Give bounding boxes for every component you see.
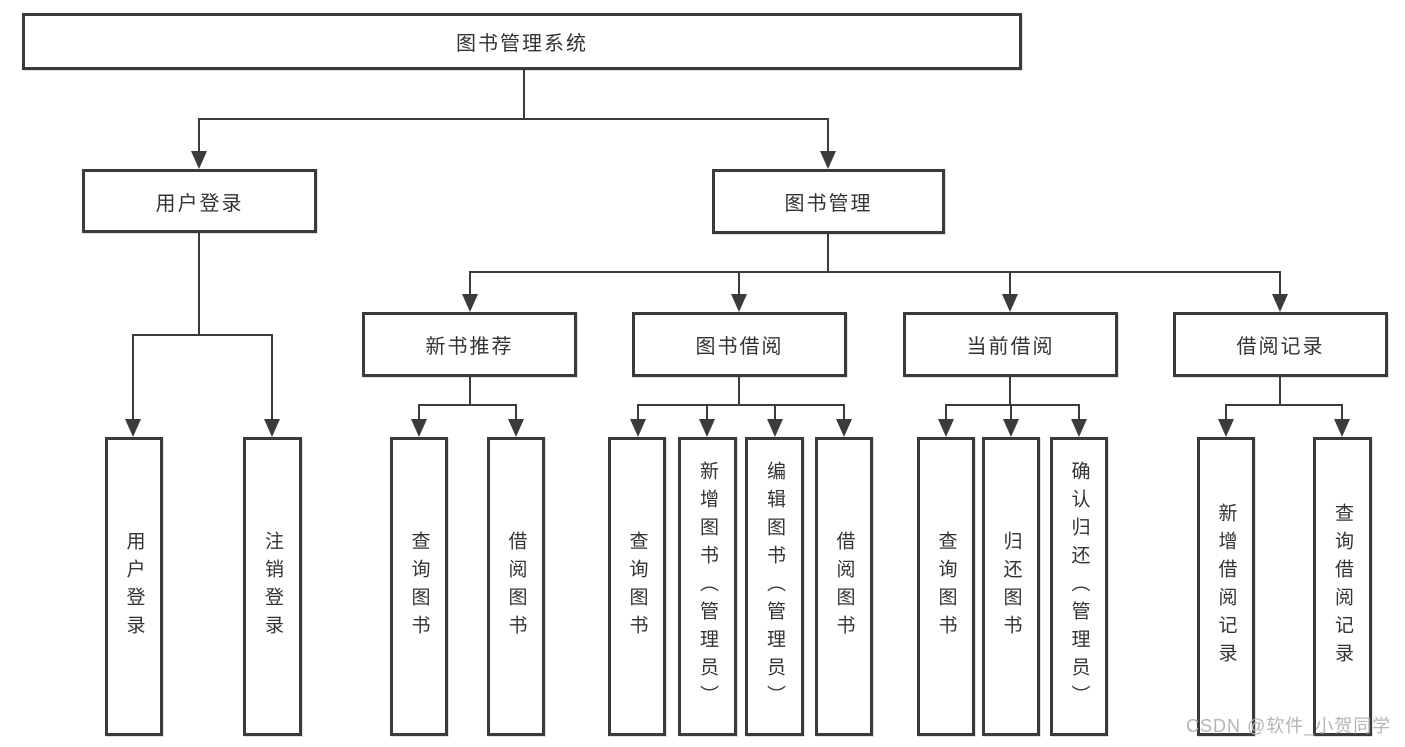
leaf-query-books-current: 查询图书 [917, 437, 975, 736]
connector-arrow-shaft [132, 334, 134, 420]
arrow-down-icon [767, 419, 783, 437]
arrow-down-icon [462, 294, 478, 312]
connector-arrow-shaft [1279, 271, 1281, 295]
connector-stem [198, 233, 200, 335]
node-label: 用户登录 [155, 192, 244, 215]
arrow-down-icon [1334, 419, 1350, 437]
connector-branch [1225, 404, 1343, 406]
connector-branch [469, 271, 1281, 273]
leaf-query-books-recommend: 查询图书 [390, 437, 448, 736]
connector-stem [738, 377, 740, 405]
connector-branch [945, 404, 1080, 406]
connector-arrow-shaft [637, 404, 639, 420]
connector-stem [523, 70, 525, 119]
leaf-label: 注销登录 [262, 530, 283, 643]
connector-arrow-shaft [515, 404, 517, 420]
leaf-borrow-books-recommend: 借阅图书 [487, 437, 545, 736]
node-current-borrowing: 当前借阅 [903, 312, 1118, 377]
node-library-management-system: 图书管理系统 [22, 13, 1022, 70]
arrow-down-icon [699, 419, 715, 437]
leaf-label: 查询图书 [626, 530, 648, 643]
node-label: 图书管理系统 [456, 33, 588, 55]
leaf-user-login: 用户登录 [105, 437, 163, 736]
connector-arrow-shaft [843, 404, 845, 420]
arrow-down-icon [1071, 419, 1087, 437]
leaf-confirm-return-admin: 确认归还（管理员） [1050, 437, 1108, 736]
csdn-watermark: CSDN @软件_小贺同学 [1186, 716, 1392, 736]
connector-branch [418, 404, 517, 406]
leaf-label: 编辑图书（管理员） [764, 460, 785, 713]
leaf-label: 借阅图书 [505, 530, 527, 643]
arrow-down-icon [508, 419, 524, 437]
leaf-add-borrow-record: 新增借阅记录 [1197, 437, 1255, 736]
leaf-label: 用户登录 [123, 530, 145, 643]
node-book-borrowing: 图书借阅 [632, 312, 847, 377]
arrow-down-icon [125, 419, 141, 437]
arrow-down-icon [1218, 419, 1234, 437]
connector-arrow-shaft [418, 404, 420, 420]
arrow-down-icon [836, 419, 852, 437]
connector-branch [132, 334, 273, 336]
connector-branch [637, 404, 845, 406]
leaf-query-borrow-record: 查询借阅记录 [1313, 437, 1372, 736]
connector-arrow-shaft [738, 271, 740, 295]
leaf-label: 查询借阅记录 [1332, 502, 1353, 671]
connector-arrow-shaft [1009, 271, 1011, 295]
leaf-label: 归还图书 [1000, 530, 1022, 643]
leaf-return-books: 归还图书 [982, 437, 1040, 736]
connector-stem [469, 377, 471, 405]
connector-stem [1009, 377, 1011, 405]
leaf-label: 查询图书 [935, 530, 957, 643]
leaf-borrow-books: 借阅图书 [815, 437, 873, 736]
leaf-logout: 注销登录 [243, 437, 302, 736]
leaf-add-books-admin: 新增图书（管理员） [678, 437, 737, 736]
arrow-down-icon [264, 419, 280, 437]
connector-branch [198, 118, 829, 120]
arrow-down-icon [411, 419, 427, 437]
leaf-label: 借阅图书 [833, 530, 855, 643]
connector-arrow-shaft [706, 404, 708, 420]
connector-arrow-shaft [469, 271, 471, 295]
connector-arrow-shaft [198, 118, 200, 152]
node-new-book-recommend: 新书推荐 [362, 312, 577, 377]
connector-stem [827, 234, 829, 272]
leaf-label: 新增借阅记录 [1215, 502, 1237, 671]
connector-arrow-shaft [827, 118, 829, 152]
node-label: 借阅记录 [1236, 336, 1325, 358]
node-label: 新书推荐 [425, 336, 514, 358]
leaf-query-books-borrow: 查询图书 [608, 437, 666, 736]
node-label: 图书借阅 [695, 336, 784, 358]
leaf-label: 新增图书（管理员） [697, 460, 718, 713]
connector-arrow-shaft [1225, 404, 1227, 420]
connector-arrow-shaft [774, 404, 776, 420]
arrow-down-icon [1002, 294, 1018, 312]
arrow-down-icon [731, 294, 747, 312]
node-user-login-module: 用户登录 [82, 169, 317, 233]
connector-arrow-shaft [271, 334, 273, 420]
connector-arrow-shaft [1341, 404, 1343, 420]
connector-arrow-shaft [1078, 404, 1080, 420]
arrow-down-icon [630, 419, 646, 437]
arrow-down-icon [820, 151, 836, 169]
arrow-down-icon [1003, 419, 1019, 437]
leaf-label: 确认归还（管理员） [1068, 460, 1090, 713]
arrow-down-icon [938, 419, 954, 437]
arrow-down-icon [1272, 294, 1288, 312]
node-borrowing-records: 借阅记录 [1173, 312, 1388, 377]
node-book-management-module: 图书管理 [712, 169, 945, 234]
node-label: 图书管理 [784, 193, 873, 215]
arrow-down-icon [191, 151, 207, 169]
leaf-edit-books-admin: 编辑图书（管理员） [745, 437, 804, 736]
connector-arrow-shaft [1010, 404, 1012, 420]
connector-arrow-shaft [945, 404, 947, 420]
connector-stem [1279, 377, 1281, 405]
node-label: 当前借阅 [966, 336, 1055, 358]
leaf-label: 查询图书 [408, 530, 430, 643]
